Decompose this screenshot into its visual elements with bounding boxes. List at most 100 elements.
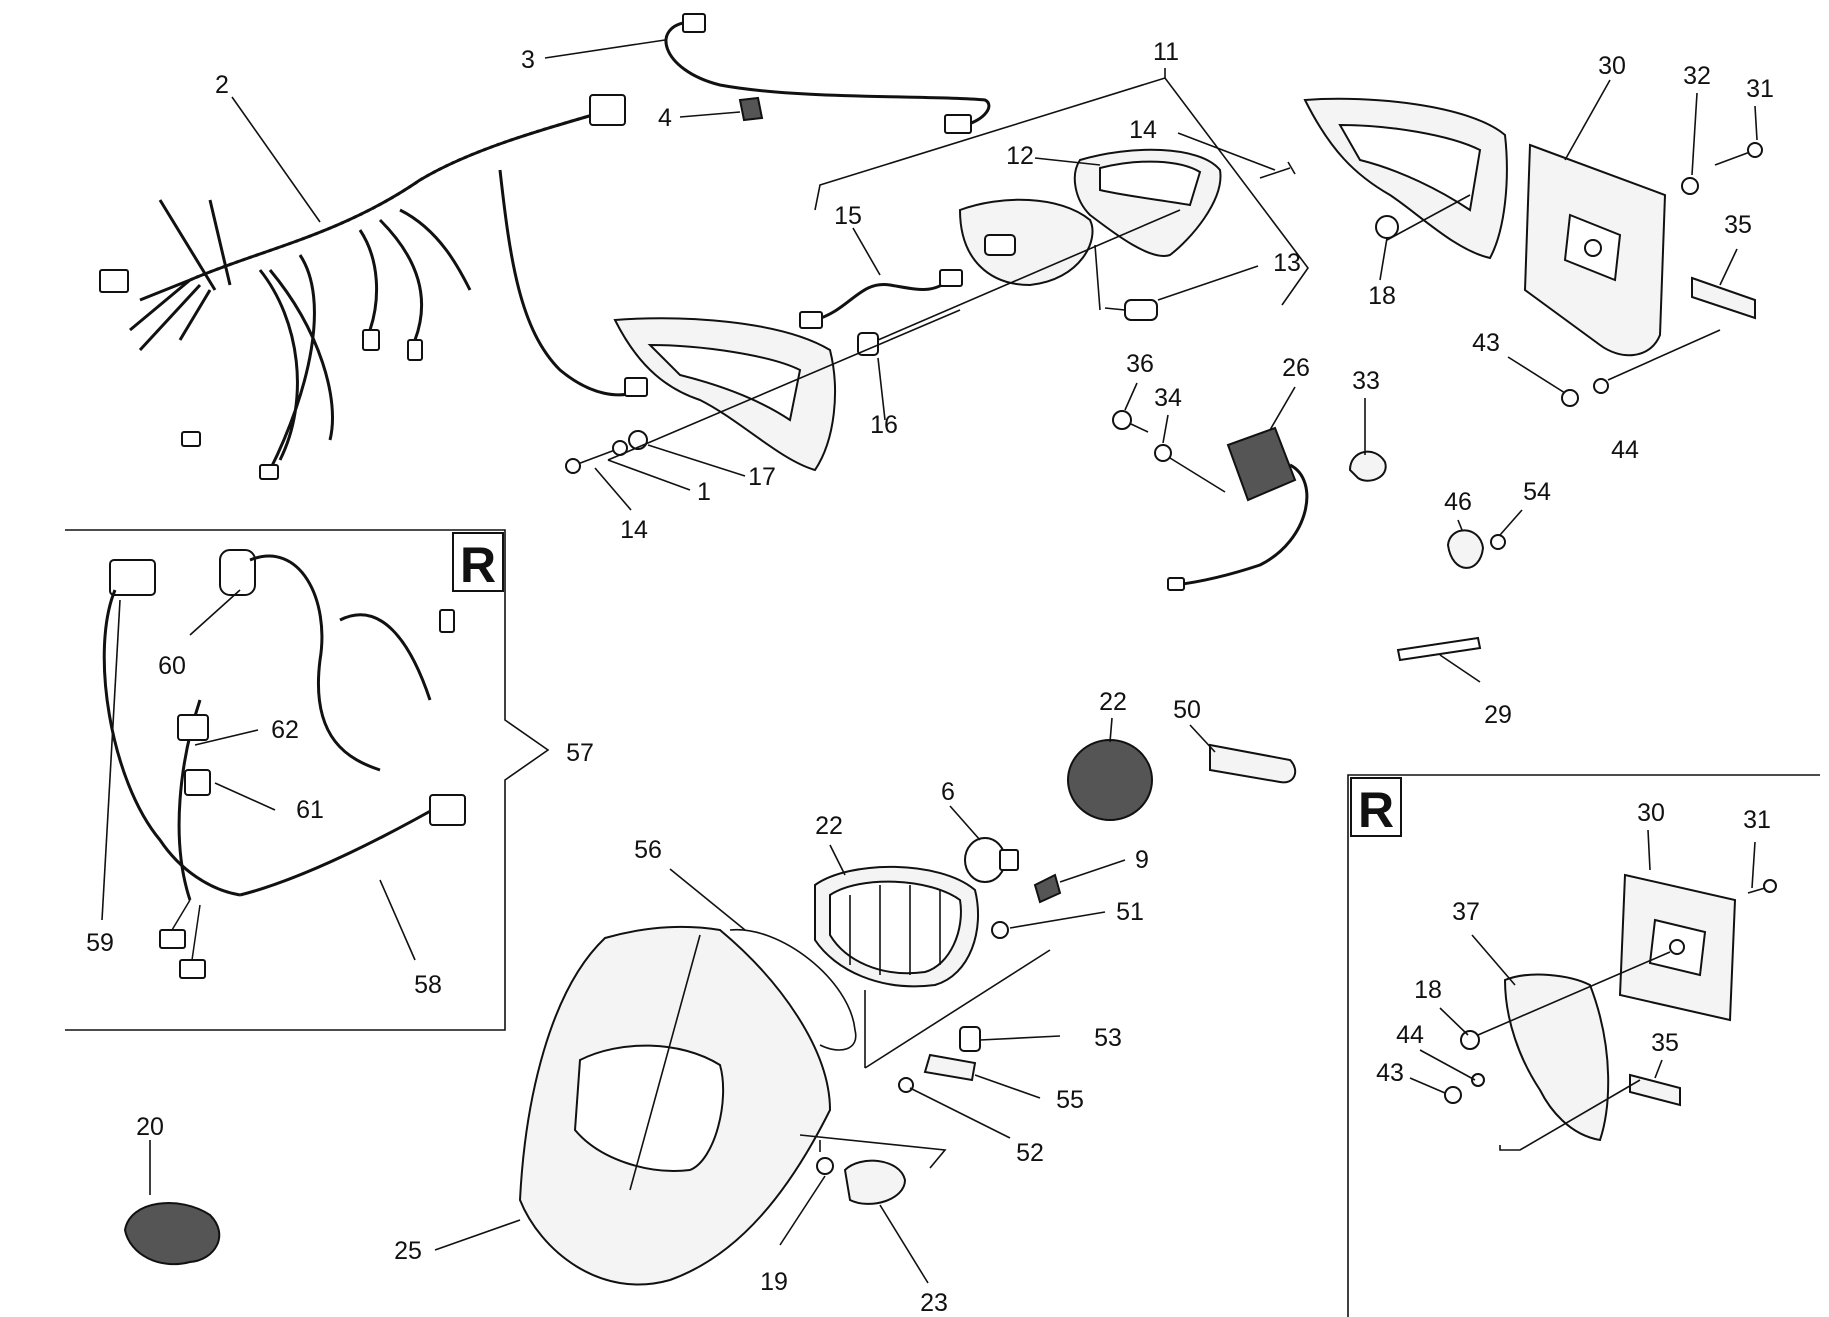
- mudguard-left: [613, 317, 836, 472]
- callout-35: 35: [1651, 1029, 1679, 1057]
- callout-9: 9: [1135, 846, 1149, 874]
- bracket: [1209, 743, 1297, 784]
- callout-53: 53: [1094, 1024, 1122, 1052]
- nut: [1460, 1030, 1480, 1050]
- callout-62: 62: [271, 716, 299, 744]
- bulb: [1104, 299, 1158, 321]
- callout-14: 14: [620, 516, 648, 544]
- callout-37: 37: [1452, 898, 1480, 926]
- callout-4: 4: [658, 104, 672, 132]
- callout-51: 51: [1116, 898, 1144, 926]
- callout-26: 26: [1282, 354, 1310, 382]
- callout-16: 16: [870, 411, 898, 439]
- bolt-and-washer: [1112, 410, 1172, 462]
- screw: [816, 1157, 834, 1175]
- callout-1: 1: [697, 478, 711, 506]
- callout-43: 43: [1472, 329, 1500, 357]
- callout-34: 34: [1154, 384, 1182, 412]
- callout-32: 32: [1683, 62, 1711, 90]
- gasket: [729, 929, 857, 1051]
- nut: [1561, 389, 1579, 407]
- screw: [1259, 161, 1296, 179]
- screw: [898, 1077, 914, 1093]
- callout-50: 50: [1173, 696, 1201, 724]
- spacer: [959, 1026, 981, 1052]
- callout-61: 61: [296, 796, 324, 824]
- callout-29: 29: [1484, 701, 1512, 729]
- callout-54: 54: [1523, 478, 1551, 506]
- headlight-unit: [814, 865, 979, 988]
- callout-35: 35: [1724, 211, 1752, 239]
- callout-labels: 1 2 3 4 6 9 11 12 13 14 14 15 16 17 18 1…: [86, 38, 1774, 1317]
- callout-14: 14: [1129, 116, 1157, 144]
- mudguard-right: [1303, 97, 1508, 260]
- clip: [123, 1202, 221, 1266]
- callout-18: 18: [1368, 282, 1396, 310]
- parking-bulb: [1033, 873, 1062, 904]
- callout-56: 56: [634, 836, 662, 864]
- callout-52: 52: [1016, 1139, 1044, 1167]
- callout-30: 30: [1598, 52, 1626, 80]
- callout-58: 58: [414, 971, 442, 999]
- callout-12: 12: [1006, 142, 1034, 170]
- plate-holder: [1523, 143, 1667, 357]
- callout-33: 33: [1352, 367, 1380, 395]
- grommet: [857, 332, 879, 356]
- callout-11: 11: [1153, 38, 1179, 66]
- callout-3: 3: [521, 46, 535, 74]
- callout-57: 57: [566, 739, 594, 767]
- callout-43: 43: [1376, 1059, 1404, 1087]
- headlight-bulb: [964, 837, 1019, 883]
- light-wire: [814, 273, 957, 322]
- callout-44: 44: [1611, 436, 1639, 464]
- screw: [991, 921, 1009, 939]
- bracket: [923, 1053, 977, 1082]
- lamp-cap: [1067, 739, 1153, 821]
- callout-15: 15: [834, 202, 862, 230]
- washer: [1681, 177, 1699, 195]
- alternative-plate-holder: [1444, 873, 1777, 1142]
- callout-18: 18: [1414, 976, 1442, 1004]
- tail-light-assembly: [958, 148, 1222, 287]
- screw: [1714, 151, 1751, 166]
- callout-36: 36: [1126, 350, 1154, 378]
- callout-20: 20: [136, 1113, 164, 1141]
- callout-30: 30: [1637, 799, 1665, 827]
- washer: [1593, 378, 1609, 394]
- callout-19: 19: [760, 1268, 788, 1296]
- main-wiring-harness: [99, 94, 648, 480]
- callout-2: 2: [215, 71, 229, 99]
- callout-59: 59: [86, 929, 114, 957]
- callout-13: 13: [1273, 249, 1301, 277]
- bracket: [1691, 276, 1756, 320]
- cable-clamp: [1348, 450, 1387, 482]
- callout-22: 22: [815, 812, 843, 840]
- washer: [1471, 1073, 1485, 1087]
- clamp: [1446, 529, 1485, 569]
- leader-lines: [65, 39, 1820, 1317]
- callout-6: 6: [941, 778, 955, 806]
- callout-31: 31: [1746, 75, 1774, 103]
- nut: [1375, 215, 1399, 239]
- callout-23: 23: [920, 1289, 948, 1317]
- cable-tie: [1396, 636, 1482, 662]
- callout-55: 55: [1056, 1086, 1084, 1114]
- clip: [738, 96, 764, 122]
- voltage-regulator: [1167, 426, 1309, 591]
- headlight-fairing: [518, 925, 832, 1286]
- callout-25: 25: [394, 1237, 422, 1265]
- clamp: [843, 1159, 907, 1205]
- callout-60: 60: [158, 652, 186, 680]
- callout-17: 17: [748, 463, 776, 491]
- callout-22: 22: [1099, 688, 1127, 716]
- screw: [1490, 534, 1506, 550]
- callout-31: 31: [1743, 806, 1771, 834]
- nut: [1444, 1086, 1462, 1104]
- callout-44: 44: [1396, 1021, 1424, 1049]
- alternative-harness: [102, 549, 466, 979]
- connector-wire: [664, 13, 991, 134]
- reference-mark-r: R: [460, 537, 496, 593]
- reference-mark-r: R: [1358, 782, 1394, 838]
- callout-46: 46: [1444, 488, 1472, 516]
